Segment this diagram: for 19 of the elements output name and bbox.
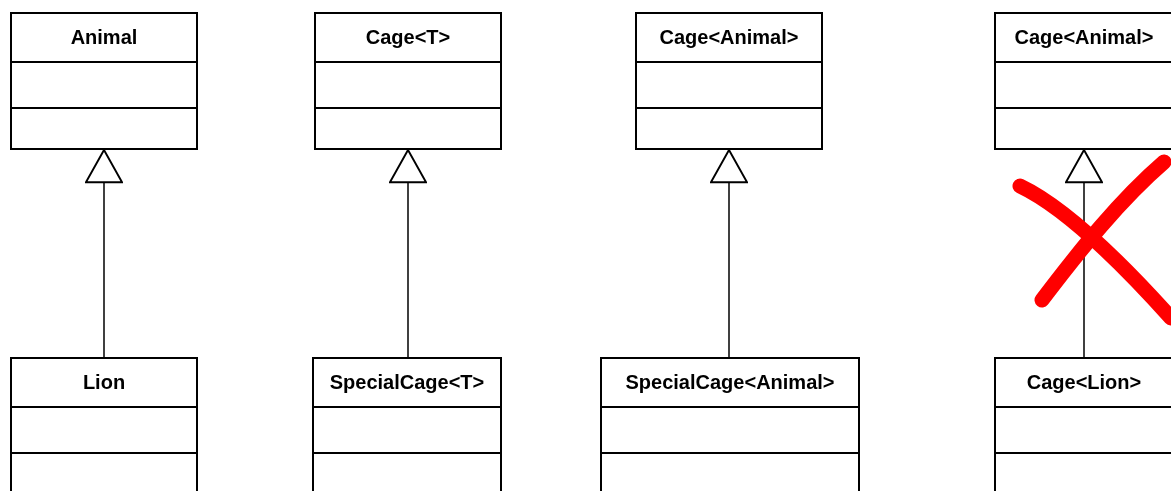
class-name: Animal [70,26,138,50]
class-name: Cage<Animal> [659,26,799,50]
class-name: Cage<T> [365,26,451,50]
class-box [312,357,502,491]
class-name: SpecialCage<Animal> [625,371,835,395]
class-name: Cage<Lion> [1026,371,1142,395]
class-box [600,357,860,491]
class-box [994,357,1171,491]
inheritance-arrow [710,149,748,358]
class-box [994,12,1171,150]
class-box [10,12,198,150]
class-box [635,12,823,150]
class-name: Cage<Animal> [1014,26,1154,50]
class-name: Lion [82,371,126,395]
class-name: SpecialCage<T> [329,371,485,395]
inheritance-arrow [85,149,123,358]
inheritance-arrow [389,149,427,358]
class-box [10,357,198,491]
class-box [314,12,502,150]
